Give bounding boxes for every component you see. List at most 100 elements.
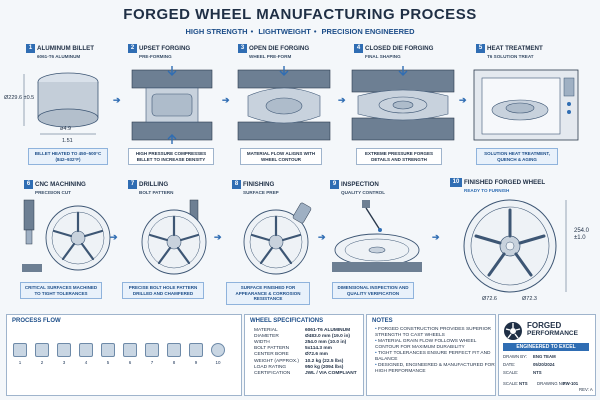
brand-tagline: ENGINEERED TO EXCEL: [503, 343, 589, 351]
spec-value: Ø72.6 mm: [304, 352, 328, 358]
step-subtitle: QUALITY CONTROL: [341, 190, 386, 195]
step-subtitle: T6 SOLUTION TREAT: [487, 54, 534, 59]
notes-panel: NOTES FORGED CONSTRUCTION PROVIDES SUPER…: [366, 314, 496, 396]
notes-list: FORGED CONSTRUCTION PROVIDES SUPERIOR ST…: [367, 327, 495, 375]
step-7-note: PRECISE BOLT HOLE PATTERN DRILLED AND CH…: [122, 282, 204, 299]
flow-step: 3: [57, 343, 71, 365]
scale-value: NTS: [533, 370, 542, 375]
process-arrow: ➔: [110, 232, 118, 242]
step-number: 8: [232, 180, 241, 189]
step-5-note: SOLUTION HEAT TREATMENT, QUENCH & AGING: [476, 148, 558, 165]
step-subtitle: BOLT PATTERN: [139, 190, 174, 195]
step-8-note: SURFACE FINISHED FOR APPEARANCE & CORROS…: [226, 282, 310, 305]
flow-step-icon: [145, 343, 159, 357]
finished-wheel-illustration: [463, 199, 567, 293]
billet-inner-dim: ø4.9: [60, 126, 72, 132]
tagline-item: PRECISION ENGINEERED: [321, 27, 415, 36]
note-item: MATERIAL GRAIN FLOW FOLLOWS WHEEL CONTOU…: [375, 339, 495, 351]
step-subtitle: WHEEL PRE-FORM: [249, 54, 292, 59]
note-item: FORGED CONSTRUCTION PROVIDES SUPERIOR ST…: [375, 327, 495, 339]
flow-step-number: 5: [106, 360, 110, 365]
revision-value: A: [589, 387, 593, 392]
revision-label: REV:: [579, 387, 589, 392]
date-value: 05/20/2024: [533, 362, 555, 367]
page-title: FORGED WHEEL MANUFACTURING PROCESS: [123, 6, 477, 23]
spec-label: CENTER BORE: [254, 352, 289, 358]
flow-step-number: 6: [128, 360, 132, 365]
process-arrow: ➔: [222, 95, 230, 105]
step-3-note: MATERIAL FLOW ALIGNS WITH WHEEL CONTOUR: [240, 148, 322, 165]
spec-label: DIAMETER: [254, 333, 279, 339]
process-arrow: ➔: [318, 232, 326, 242]
step-number: 1: [26, 44, 35, 53]
scale-label-bottom: SCALE:: [503, 381, 519, 386]
flow-step: 2: [35, 343, 49, 365]
step-title: CLOSED DIE FORGING: [365, 45, 434, 52]
step-subtitle: SURFACE PREP: [243, 190, 279, 195]
upset-forging-press-illustration: [131, 66, 213, 144]
flow-step-number: 8: [172, 360, 176, 365]
process-arrow: ➔: [432, 232, 440, 242]
spec-label: WIDTH: [254, 339, 270, 345]
step-subtitle: FINAL SHAPING: [365, 54, 401, 59]
flow-step: 5: [101, 343, 115, 365]
flow-step-icon: [79, 343, 93, 357]
step-number: 10: [450, 178, 462, 187]
step-number: 9: [330, 180, 339, 189]
step-title: DRILLING: [139, 181, 169, 188]
finishing-illustration: [243, 202, 312, 275]
step-number: 4: [354, 44, 363, 53]
flow-step: 7: [145, 343, 159, 365]
step-4-note: EXTREME PRESSURE FORGES DETAILS AND STRE…: [356, 148, 442, 165]
step-1-note: BILLET HEATED TO 450–500°C (842–932°F): [28, 148, 108, 165]
step-subtitle: 6061-T6 ALUMINUM: [37, 54, 81, 59]
step-title: INSPECTION: [341, 181, 379, 188]
step-9-note: DIMENSIONAL INSPECTION AND QUALITY VERIF…: [332, 282, 414, 299]
spec-row: WEIGHT (APPROX.)10.2 kg (22.5 lbs): [251, 358, 360, 364]
step-title: OPEN DIE FORGING: [249, 45, 310, 52]
heat-treatment-furnace-illustration: [473, 69, 579, 141]
flow-step: 10: [211, 343, 225, 365]
note-item: DESIGNED, ENGINEERED & MANUFACTURED FOR …: [375, 363, 495, 375]
drawing-no-value: FW-101: [563, 381, 579, 386]
notes-title: NOTES: [372, 318, 393, 324]
specs-title: WHEEL SPECIFICATIONS: [250, 318, 324, 324]
process-flow-strip: 1 2 3 4 5 6 7 8 9 10: [13, 343, 243, 379]
flow-step: 6: [123, 343, 137, 365]
step-title: FINISHING: [243, 181, 275, 188]
flow-step-icon: [189, 343, 203, 357]
billet-diameter-dim: Ø229.6 ±0.5: [4, 95, 35, 101]
spec-label: CERTIFICATION: [254, 370, 291, 376]
tagline: HIGH STRENGTH• LIGHTWEIGHT• PRECISION EN…: [185, 27, 415, 36]
flow-step-number: 7: [150, 360, 154, 365]
billet-length-dim: 1.51: [62, 138, 73, 144]
note-item: TIGHT TOLERANCES ENSURE PERFECT FIT AND …: [375, 351, 495, 363]
step-subtitle: READY TO FURNISH: [464, 188, 510, 193]
step-2-note: HIGH PRESSURE COMPRESSES BILLET TO INCRE…: [128, 148, 214, 165]
step-title: FINISHED FORGED WHEEL: [464, 179, 546, 186]
closed-die-forging-illustration: [351, 66, 455, 141]
process-arrow: ➔: [338, 95, 346, 105]
flow-step-number: 10: [215, 360, 221, 365]
flow-step-number: 4: [84, 360, 88, 365]
step-number: 2: [128, 44, 137, 53]
revision: REV: A: [579, 387, 593, 392]
inspection-illustration: [332, 200, 422, 272]
open-die-forging-illustration: [237, 66, 331, 141]
wheel-width-dim: 254.0 ±1.0: [574, 228, 590, 241]
scale-value-bottom: NTS: [519, 381, 528, 386]
step-title: CNC MACHINING: [35, 181, 86, 188]
spec-row: CERTIFICATION JWL / VIA COMPLIANT: [251, 370, 360, 376]
flow-step-icon: [167, 343, 181, 357]
spec-value: JWL / VIA COMPLIANT: [304, 370, 357, 376]
